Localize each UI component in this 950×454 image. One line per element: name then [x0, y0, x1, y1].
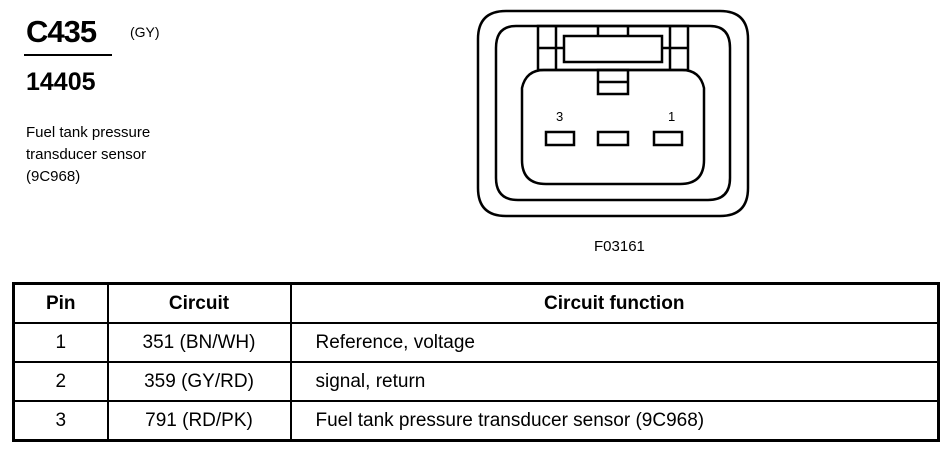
pin-cell: 3 — [12, 400, 109, 442]
part-number: 14405 — [26, 68, 96, 96]
function-cell: Reference, voltage — [289, 322, 940, 363]
table-row: 3 791 (RD/PK) Fuel tank pressure transdu… — [12, 400, 940, 442]
pin-cell: 1 — [12, 322, 109, 363]
connector-face-diagram: 3 1 — [476, 9, 750, 218]
terminal-cavity — [520, 68, 706, 186]
function-cell: signal, return — [289, 361, 940, 402]
circuit-cell: 791 (RD/PK) — [106, 400, 292, 442]
pin-2-terminal — [596, 130, 630, 147]
description-line: Fuel tank pressure — [26, 124, 151, 141]
table-row: 1 351 (BN/WH) Reference, voltage — [12, 322, 940, 363]
circuit-cell: 351 (BN/WH) — [106, 322, 292, 363]
pin-table: Pin Circuit Circuit function 1 351 (BN/W… — [12, 282, 940, 442]
pin-cell: 2 — [12, 361, 109, 402]
color-code: (GY) — [130, 24, 160, 40]
circuit-cell: 359 (GY/RD) — [106, 361, 292, 402]
description-line: transducer sensor — [26, 146, 147, 163]
figure-id: F03161 — [594, 238, 645, 255]
connector-description: Fuel tank pressure transducer sensor (9C… — [26, 122, 150, 188]
function-cell: Fuel tank pressure transducer sensor (9C… — [289, 400, 940, 442]
connector-outer-shell — [476, 9, 750, 218]
header-circuit-function: Circuit function — [289, 282, 940, 324]
pin-label-3: 3 — [556, 109, 563, 124]
connector-id: C435 — [26, 14, 97, 49]
table-row: 2 359 (GY/RD) signal, return — [12, 361, 940, 402]
connector-inner-shell — [494, 24, 732, 202]
title-rule — [24, 54, 112, 56]
latch-inner — [562, 34, 664, 64]
pin-3-terminal — [544, 130, 576, 147]
header-pin: Pin — [12, 282, 109, 324]
description-line: (9C968) — [26, 168, 81, 185]
header-circuit: Circuit — [106, 282, 292, 324]
pin-label-1: 1 — [668, 109, 675, 124]
pin-1-terminal — [652, 130, 684, 147]
table-header-row: Pin Circuit Circuit function — [12, 282, 940, 324]
